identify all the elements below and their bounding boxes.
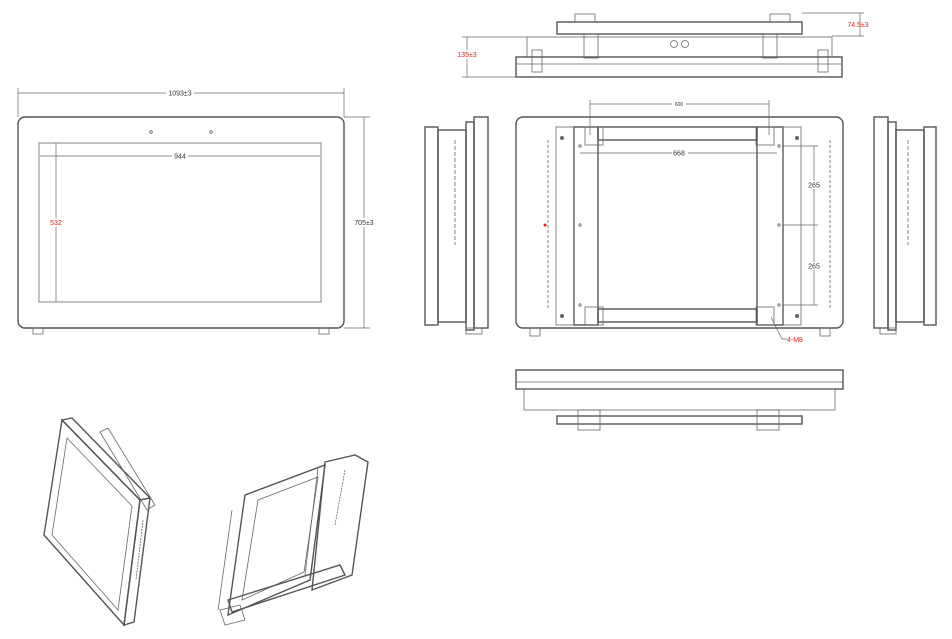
hole-spacing-dimension: 668 [673, 151, 685, 158]
front-perspective-view [43, 417, 156, 627]
display-height-dimension: 532 [50, 220, 62, 227]
rear-perspective-view [217, 454, 369, 626]
left-side-view [424, 116, 489, 335]
right-side-view [873, 116, 937, 335]
bottom-view [515, 369, 844, 431]
screw-callout: 4-M8 [787, 337, 803, 344]
mount-spacing-dimension: 600 [675, 102, 684, 108]
body-depth-dimension: 135±3 [457, 52, 477, 59]
rear-view: 600 668 265 265 4-M8 [515, 100, 844, 344]
width-dimension: 1093±3 [168, 91, 191, 98]
display-width-dimension: 944 [174, 154, 186, 161]
bracket-depth-dimension: 74.5±3 [847, 22, 868, 29]
front-view: 1093±3 705±3 944 532 [17, 88, 376, 335]
upper-vertical-spacing: 265 [808, 183, 820, 190]
top-view: 74.5±3 135±3 [455, 12, 869, 78]
height-dimension: 705±3 [354, 220, 374, 227]
lower-vertical-spacing: 265 [808, 264, 820, 271]
